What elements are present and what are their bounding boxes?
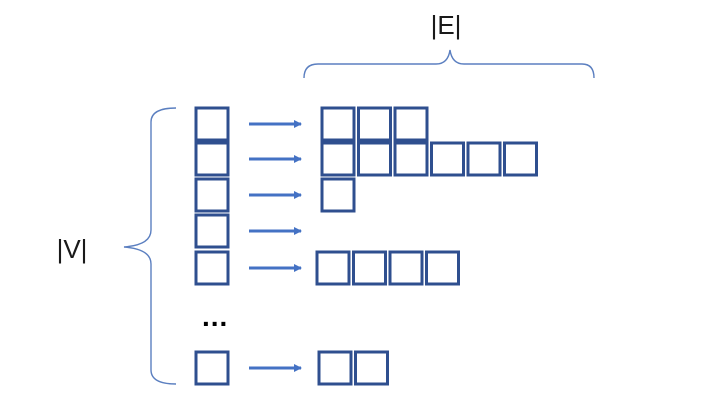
vertex-box bbox=[194, 141, 230, 177]
vertex-box bbox=[194, 106, 230, 142]
vertices-brace bbox=[123, 107, 177, 385]
vertex-box bbox=[194, 177, 230, 213]
edge-box bbox=[393, 106, 429, 142]
vertices-label: |V| bbox=[57, 234, 88, 264]
edge-box bbox=[388, 250, 424, 286]
edge-box bbox=[357, 106, 392, 142]
edge-box bbox=[466, 141, 502, 177]
edge-box bbox=[393, 141, 429, 177]
edges-brace bbox=[303, 49, 595, 79]
vertex-row bbox=[194, 106, 429, 142]
edge-box bbox=[320, 141, 356, 177]
edge-box bbox=[503, 141, 538, 177]
vertex-row bbox=[194, 213, 302, 249]
ellipsis-label: ... bbox=[202, 301, 228, 332]
edge-box bbox=[425, 250, 460, 286]
edge-box bbox=[357, 141, 392, 177]
edge-box bbox=[430, 141, 465, 177]
vertex-row bbox=[194, 250, 460, 286]
vertex-row bbox=[194, 350, 389, 386]
edge-box bbox=[354, 350, 389, 386]
vertex-box bbox=[194, 350, 230, 386]
vertex-box bbox=[194, 213, 230, 249]
vertex-rows: ... bbox=[194, 106, 538, 386]
edge-box bbox=[315, 250, 351, 286]
edge-box bbox=[320, 106, 356, 142]
edges-label: |E| bbox=[431, 10, 462, 40]
edge-box bbox=[320, 177, 356, 213]
vertex-row bbox=[194, 177, 356, 213]
vertex-box bbox=[194, 250, 230, 286]
edge-box bbox=[317, 350, 353, 386]
vertex-row bbox=[194, 141, 538, 177]
edge-box bbox=[352, 250, 387, 286]
